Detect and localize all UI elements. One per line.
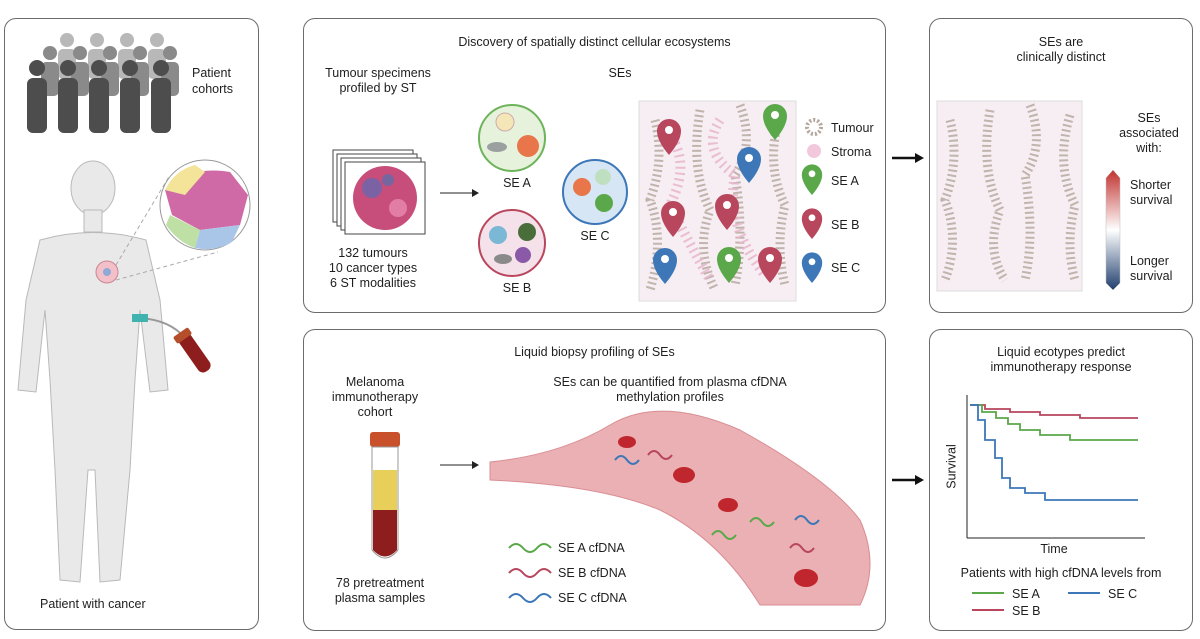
se-c-circle-icon	[562, 159, 628, 225]
shorter-line2: survival	[1130, 193, 1173, 207]
map-pin-se-a	[717, 247, 741, 283]
legend-se-c-survival: SE C	[1108, 587, 1138, 601]
ecotypes-panel	[929, 329, 1193, 631]
assoc-line2: associated	[1119, 126, 1179, 140]
survival-gradient-bar	[1105, 169, 1121, 291]
time-axis-label: Time	[1040, 542, 1068, 556]
longer-line1: Longer	[1130, 254, 1169, 268]
legend-helix-icons	[508, 543, 552, 603]
legend-se-c-label: SE C	[831, 261, 861, 275]
cfdna-c-label: SE C cfDNA	[558, 591, 627, 605]
map-pin-se-b	[661, 201, 685, 237]
ses-label: SEs	[608, 66, 632, 80]
clinical-tissue-map	[936, 100, 1083, 292]
km-curve-se-a	[970, 404, 1138, 441]
tourniquet-icon	[132, 314, 148, 322]
blood-tube-icon	[370, 432, 400, 559]
map-pin-se-b	[657, 119, 681, 155]
map-pin-se-b	[715, 194, 739, 230]
arrow-head	[472, 189, 479, 197]
stats-line2: 10 cancer types	[328, 261, 418, 275]
stats-line3: 6 ST modalities	[330, 276, 416, 290]
clinical-title-line1: SEs are	[1038, 35, 1084, 49]
cohort-line3: cohort	[357, 405, 393, 419]
blood-vial-icon	[173, 327, 211, 373]
samples-line1: 78 pretreatment	[335, 576, 425, 590]
specimens-label-line1: Tumour specimens	[325, 66, 431, 80]
legend-se-a-survival: SE A	[1012, 587, 1040, 601]
quant-line2: methylation profiles	[616, 390, 724, 404]
arrow-to-ecotypes-head	[915, 475, 924, 485]
cfdna-b-label: SE B cfDNA	[558, 566, 627, 580]
discovery-title: Discovery of spatially distinct cellular…	[458, 35, 731, 49]
legend-se-a-label: SE A	[831, 174, 859, 188]
legend-se-b-label: SE B	[831, 218, 860, 232]
arrow-to-clinical-head	[915, 153, 924, 163]
legend-pin-se-a	[801, 164, 823, 195]
se-b-label: SE B	[502, 281, 532, 295]
map-pin-se-a	[763, 104, 787, 140]
ecotypes-title-line1: Liquid ecotypes predict	[997, 345, 1125, 359]
se-c-label: SE C	[580, 229, 610, 243]
tissue-zoom-icon	[159, 159, 251, 251]
map-pin-se-b	[758, 247, 782, 283]
cohort-line1: Melanoma	[345, 375, 405, 389]
samples-line2: plasma samples	[334, 591, 426, 605]
legend-se-b-survival: SE B	[1012, 604, 1041, 618]
arrow-tube-head	[472, 461, 479, 469]
map-pin-se-c	[653, 248, 677, 284]
vessel-helix-icons	[614, 450, 820, 553]
cohorts-label-line2: cohorts	[192, 82, 233, 96]
liquid-title: Liquid biopsy profiling of SEs	[514, 345, 675, 359]
longer-line2: survival	[1130, 269, 1173, 283]
patient-figure	[17, 160, 169, 583]
assoc-line3: with:	[1136, 141, 1162, 155]
km-curve-se-b	[970, 404, 1138, 419]
legend-tumour-swatch	[805, 118, 823, 136]
legend-tumour-label: Tumour	[831, 121, 874, 135]
legend-pin-se-c	[801, 252, 823, 283]
map-pin-se-c	[737, 147, 761, 183]
specimens-label-line2: profiled by ST	[339, 81, 417, 95]
stats-line1: 132 tumours	[338, 246, 408, 260]
patients-caption: Patients with high cfDNA levels from	[960, 566, 1162, 580]
st-slides-icon	[332, 149, 426, 235]
cohort-line2: immunotherapy	[331, 390, 419, 404]
legend-pin-se-b	[801, 208, 823, 239]
assoc-line1: SEs	[1137, 111, 1161, 125]
legend-stroma-swatch	[807, 144, 821, 158]
legend-stroma-label: Stroma	[831, 145, 872, 159]
patient-cohort-icon	[27, 33, 179, 133]
cfdna-a-label: SE A cfDNA	[558, 541, 625, 555]
se-a-label: SE A	[503, 176, 531, 190]
blood-vessel-icon	[489, 410, 871, 606]
shorter-line1: Shorter	[1130, 178, 1171, 192]
tumour-core-icon	[103, 268, 111, 276]
clinical-title-line2: clinically distinct	[1016, 50, 1106, 64]
se-a-circle-icon	[478, 104, 546, 172]
quant-line1: SEs can be quantified from plasma cfDNA	[553, 375, 787, 389]
ecotypes-title-line2: immunotherapy response	[990, 360, 1132, 374]
patient-caption: Patient with cancer	[40, 597, 146, 611]
km-curve-se-c	[970, 404, 1138, 501]
se-b-circle-icon	[478, 209, 546, 277]
zoom-line-top	[115, 174, 171, 266]
red-blood-cells	[618, 436, 818, 587]
zoom-line-bottom	[115, 251, 219, 281]
cohorts-label-line1: Patient	[192, 66, 231, 80]
